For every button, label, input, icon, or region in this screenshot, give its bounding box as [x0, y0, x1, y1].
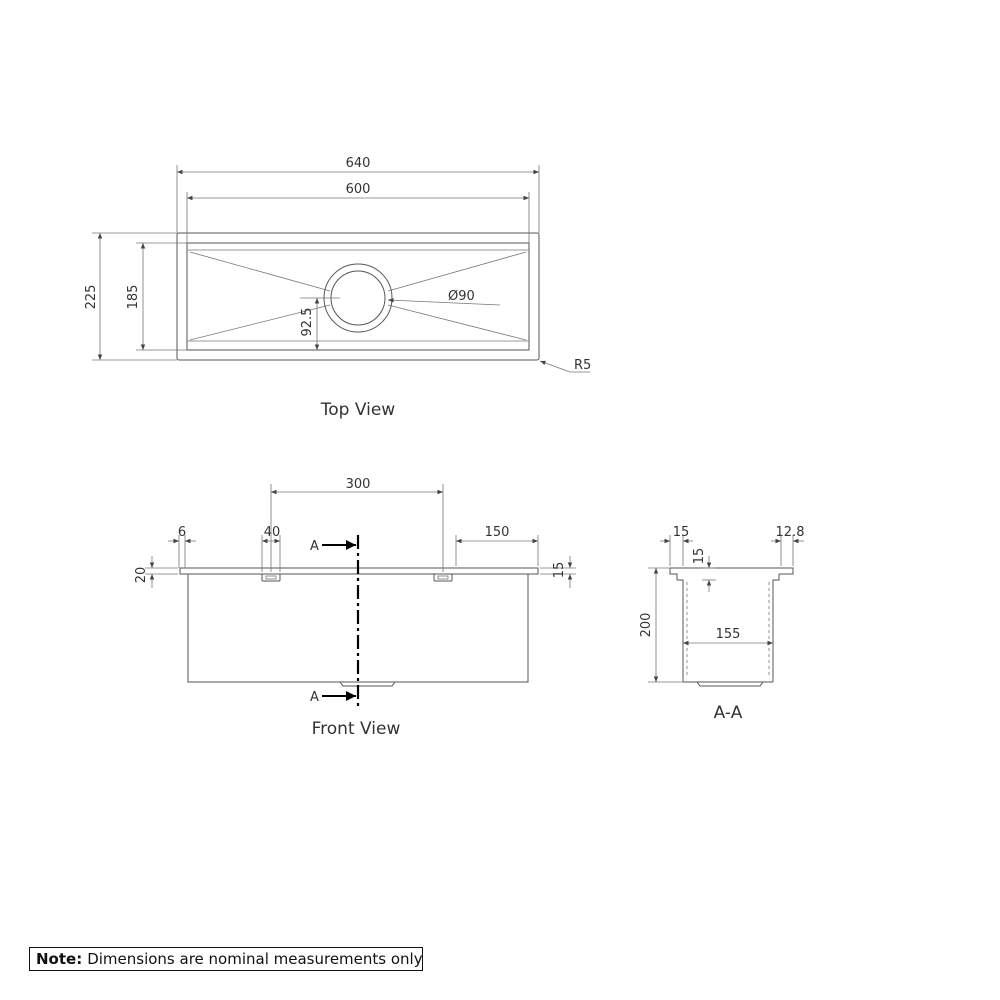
- dim-inner-depth: 185: [126, 285, 141, 310]
- drain-slope-line: [387, 251, 527, 292]
- section-left-wall: [677, 579, 684, 682]
- dim-lip-height: 15: [552, 562, 567, 579]
- dim-corner-radius: R5: [574, 358, 591, 373]
- dim-end-offset: 150: [485, 525, 510, 540]
- section-marker-top: A: [310, 539, 319, 554]
- note-text: Dimensions are nominal measurements only: [87, 950, 423, 968]
- dim-drain-diameter: Ø90: [448, 289, 475, 304]
- drain-slope-line: [387, 304, 527, 341]
- top-outer-rim: [176, 232, 540, 361]
- section-flange: [670, 567, 794, 575]
- front-view-title: Front View: [312, 719, 401, 739]
- dim-flange-height: 20: [134, 567, 149, 584]
- dim-inner-width: 600: [346, 182, 371, 197]
- mounting-bracket: [261, 573, 281, 582]
- drain-slope-line: [189, 251, 331, 292]
- top-inner-bowl: [186, 242, 530, 351]
- dim-left-flange: 15: [673, 525, 690, 540]
- dim-drain-offset: 92.5: [300, 308, 315, 337]
- dim-overall-width: 640: [346, 156, 371, 171]
- dim-bracket-spacing: 300: [346, 477, 371, 492]
- dim-right-flange: 12.8: [776, 525, 805, 540]
- front-bowl: [187, 574, 529, 683]
- mounting-bracket: [433, 573, 453, 582]
- dim-flange-thickness: 6: [178, 525, 186, 540]
- section-view: 15 12.8 15 200 155 A-A: [639, 525, 804, 723]
- dim-step-depth: 15: [692, 548, 707, 565]
- note-label: Note:: [36, 950, 83, 968]
- note-box: Note: Dimensions are nominal measurement…: [29, 947, 423, 971]
- dim-bowl-depth: 200: [639, 613, 654, 638]
- section-view-title: A-A: [714, 703, 743, 723]
- top-view: 640 600 225 185 92.5 Ø90 R5 Top View: [84, 156, 591, 420]
- dim-bracket-width: 40: [264, 525, 281, 540]
- drain-slope-line: [189, 304, 331, 341]
- dim-bowl-width: 155: [716, 627, 741, 642]
- top-view-title: Top View: [320, 400, 396, 420]
- front-view: A A 300 6 40 150 20 15 Fro: [134, 477, 576, 739]
- section-right-wall: [772, 574, 780, 682]
- dim-overall-depth: 225: [84, 285, 99, 310]
- section-marker-bottom: A: [310, 690, 319, 705]
